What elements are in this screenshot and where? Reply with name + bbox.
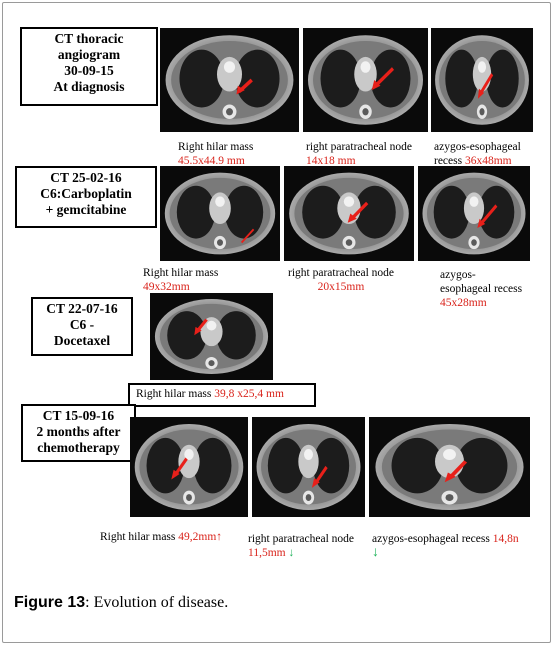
- ct-image-row2-azygos: [418, 166, 530, 261]
- row2-label-paratracheal: right paratracheal node 20x15mm: [288, 267, 394, 293]
- row2-label-azygos: azygos- esophageal recess 45x28mm: [440, 269, 523, 309]
- row1-box-line4: At diagnosis: [53, 79, 125, 94]
- row2-value-paratracheal: 20x15mm: [317, 281, 365, 293]
- row4-label-paratracheal: right paratracheal node 11,5mm ↓: [248, 533, 354, 559]
- ct-image-row4-hilar: [130, 417, 248, 517]
- row4-arrow-paratracheal: ↓: [288, 547, 295, 559]
- ct-image-row1-azygos: [431, 28, 533, 132]
- row1-label-azygos: azygos-esophageal recess 36x48mm: [434, 141, 521, 167]
- row4-label-azygos: azygos-esophageal recess 14,8n ↓: [372, 533, 519, 560]
- row1-value-hilar: 45.5x44.9 mm: [178, 155, 245, 167]
- row4-value-paratracheal: 11,5mm: [248, 547, 286, 559]
- ct-image-row2-paratracheal: [284, 166, 414, 261]
- row2-box-line3: + gemcitabine: [45, 202, 127, 217]
- row3-label-hilar: Right hilar mass 39,8 x25,4 mm: [128, 383, 316, 407]
- row1-label-hilar: Right hilar mass 45.5x44.9 mm: [178, 141, 254, 167]
- figure-caption: Figure 13: Evolution of disease.: [14, 594, 228, 612]
- ct-image-row4-paratracheal: [252, 417, 365, 517]
- row4-label-box: CT 15-09-16 2 months after chemotherapy: [21, 404, 136, 462]
- row2-box-line2: C6:Carboplatin: [40, 186, 132, 201]
- row1-box-line2: angiogram: [57, 47, 121, 62]
- figure-caption-label: Figure 13: [14, 594, 86, 611]
- row4-arrow-hilar: ↑: [216, 531, 223, 543]
- row4-box-line3: chemotherapy: [37, 440, 120, 455]
- row2-value-hilar: 49x32mm: [143, 281, 190, 293]
- row4-box-line1: CT 15-09-16: [42, 408, 115, 423]
- row1-label-box: CT thoracic angiogram 30-09-15 At diagno…: [20, 27, 158, 106]
- ct-image-row3-hilar: [150, 293, 273, 380]
- row1-label-paratracheal: right paratracheal node 14x18 mm: [306, 141, 412, 167]
- row3-box-line2: C6 -: [69, 317, 95, 332]
- row1-box-line1: CT thoracic: [54, 31, 124, 46]
- row2-value-azygos: 45x28mm: [440, 297, 487, 309]
- row4-value-hilar: 49,2mm: [178, 531, 217, 543]
- ct-image-row4-azygos: [369, 417, 530, 517]
- row4-box-line2: 2 months after: [36, 424, 121, 439]
- row3-box-line1: CT 22-07-16: [46, 301, 118, 316]
- row3-value-hilar: 39,8 x25,4 mm: [214, 388, 284, 400]
- row1-value-paratracheal: 14x18 mm: [306, 155, 356, 167]
- ct-image-row2-hilar: [160, 166, 280, 261]
- figure-caption-text: : Evolution of disease.: [85, 594, 229, 611]
- ct-image-row1-paratracheal: [303, 28, 428, 132]
- ct-image-row1-hilar: [160, 28, 299, 132]
- row2-label-box: CT 25-02-16 C6:Carboplatin + gemcitabine: [15, 166, 157, 228]
- row2-box-line1: CT 25-02-16: [50, 170, 122, 185]
- row4-value-azygos: 14,8n: [492, 533, 519, 545]
- row1-box-line3: 30-09-15: [64, 63, 114, 78]
- row2-label-hilar: Right hilar mass 49x32mm: [143, 267, 219, 293]
- row1-value-azygos: 36x48mm: [464, 155, 512, 167]
- row3-label-box: CT 22-07-16 C6 - Docetaxel: [31, 297, 133, 356]
- row3-box-line3: Docetaxel: [53, 333, 111, 348]
- row4-arrow-azygos: ↓: [372, 545, 379, 560]
- row4-label-hilar: Right hilar mass 49,2mm↑: [100, 531, 223, 543]
